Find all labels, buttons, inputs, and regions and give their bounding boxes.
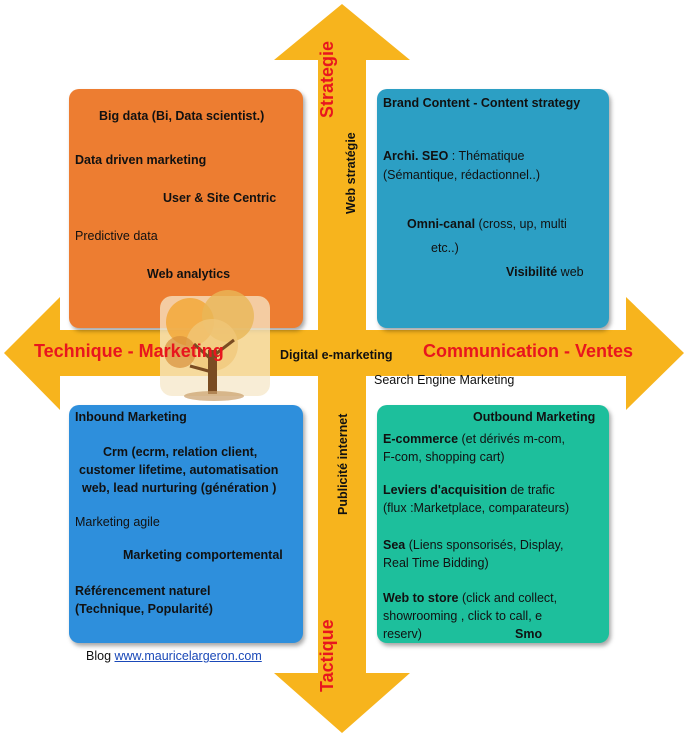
blog-footer: Blog www.mauricelargeron.com (86, 648, 262, 665)
q4-leviers-label: Leviers d'acquisition (383, 483, 507, 497)
q2-omni-canal-label: Omni-canal (407, 217, 476, 231)
arrow-right (320, 297, 684, 410)
q4-smo: Smo (515, 627, 543, 641)
arrow-up (274, 4, 410, 380)
q3-crm-line3: web, lead nurturing (génération ) (82, 481, 277, 495)
q2-archi-seo-line2: (Sémantique, rédactionnel..) (383, 168, 541, 182)
q3-crm-line1: Crm (ecrm, relation client, (103, 445, 258, 459)
q2-brand-content: Brand Content - Content strategy (383, 96, 581, 110)
q4-leviers-text: de trafic (506, 483, 555, 497)
axis-label-tactique: Tactique (317, 619, 337, 692)
label-publicite-internet: Publicité internet (336, 413, 350, 515)
q2-archi-seo-text: : Thématique (448, 149, 525, 163)
q3-marketing-agile: Marketing agile (75, 515, 160, 529)
label-search-engine-marketing: Search Engine Marketing (374, 373, 515, 387)
q3-referencement-line1: Référencement naturel (75, 584, 211, 598)
axis-label-strategie: Strategie (317, 40, 337, 118)
quadrant-top-right (377, 89, 609, 328)
q4-ecommerce-text: (et dérivés m-com, (458, 432, 566, 446)
q4-ecommerce: E-commerce (et dérivés m-com, (383, 431, 565, 448)
arrow-down (274, 360, 410, 733)
q2-omni-canal: Omni-canal (cross, up, multi (407, 216, 567, 233)
quadrant-top-left (69, 89, 303, 328)
q1-user-site-centric: User & Site Centric (163, 191, 277, 205)
axis-label-communication-ventes: Communication - Ventes (423, 341, 634, 361)
q2-visibilite: Visibilité web (506, 264, 584, 281)
q3-inbound-marketing: Inbound Marketing (75, 410, 187, 424)
q1-big-data: Big data (Bi, Data scientist.) (99, 109, 265, 123)
q2-visibilite-text: web (557, 265, 584, 279)
q4-web-to-store-line3: reserv) (383, 627, 422, 641)
q4-leviers: Leviers d'acquisition de trafic (383, 482, 555, 499)
q4-leviers-line2: (flux :Marketplace, comparateurs) (383, 501, 570, 515)
q2-archi-seo-label: Archi. SEO (383, 149, 449, 163)
q1-predictive-data: Predictive data (75, 229, 158, 243)
q4-sea-label: Sea (383, 538, 406, 552)
label-digital-e-marketing: Digital e-marketing (280, 348, 393, 362)
q4-web-to-store-line2: showrooming , click to call, e (383, 609, 543, 623)
q2-omni-canal-line2: etc..) (431, 241, 459, 255)
q4-ecommerce-label: E-commerce (383, 432, 459, 446)
q4-web-to-store-text: (click and collect, (458, 591, 558, 605)
q4-sea: Sea (Liens sponsorisés, Display, (383, 537, 563, 554)
quadrant-bottom-left (69, 405, 303, 643)
q4-sea-text: (Liens sponsorisés, Display, (405, 538, 564, 552)
q3-marketing-comportemental: Marketing comportemental (123, 548, 283, 562)
q1-web-analytics: Web analytics (147, 267, 231, 281)
q4-web-to-store: Web to store (click and collect, (383, 590, 557, 607)
quadrant-bottom-right (377, 405, 609, 643)
label-web-strategie: Web stratégie (344, 132, 358, 214)
q2-visibilite-label: Visibilité (506, 265, 558, 279)
q3-crm-line2: customer lifetime, automatisation (79, 463, 279, 477)
blog-label: Blog (86, 649, 115, 663)
q4-web-to-store-label: Web to store (383, 591, 459, 605)
q4-sea-line2: Real Time Bidding) (383, 556, 489, 570)
q4-ecommerce-line2: F-com, shopping cart) (383, 450, 505, 464)
blog-link[interactable]: www.mauricelargeron.com (114, 649, 262, 663)
q1-data-driven-marketing: Data driven marketing (75, 153, 207, 167)
tree-logo-image (160, 290, 270, 401)
q4-outbound-marketing: Outbound Marketing (473, 410, 596, 424)
axis-label-technique-marketing: Technique - Marketing (34, 341, 224, 361)
q3-referencement-line2: (Technique, Popularité) (75, 602, 213, 616)
q2-omni-canal-text: (cross, up, multi (475, 217, 567, 231)
q2-archi-seo: Archi. SEO : Thématique (383, 148, 525, 165)
